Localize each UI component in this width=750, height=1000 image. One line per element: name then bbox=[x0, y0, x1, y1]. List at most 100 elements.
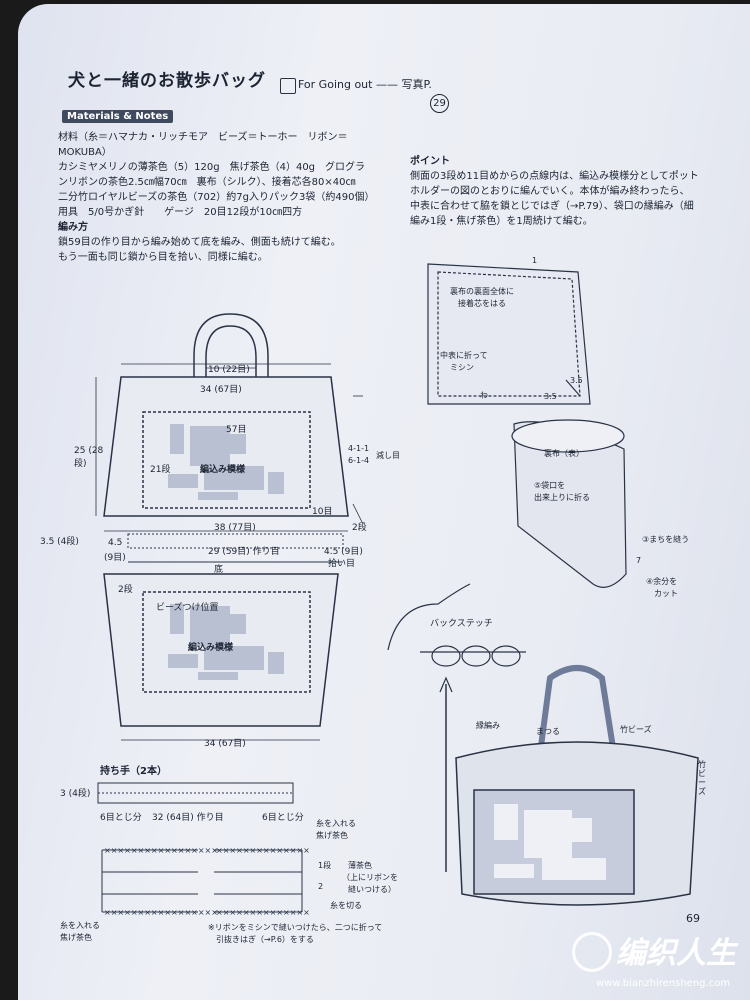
bamboo-bead-label-2: 竹ビーズ bbox=[698, 760, 706, 796]
materials-line: ンリボンの茶色2.5㎝幅70㎝ 裏布（シルク）、接着芯各80×40㎝ bbox=[58, 177, 356, 188]
yarn-in-label: 糸を入れる bbox=[316, 819, 356, 828]
lower-width-label: 34 (67目) bbox=[204, 739, 246, 749]
base-chain-label: 29 (59目) 作り目 bbox=[208, 547, 280, 557]
decrease-1: 4-1-1 bbox=[348, 444, 370, 453]
sew-label: 縫いつける） bbox=[348, 885, 396, 894]
row2-label: 2 bbox=[318, 882, 324, 891]
page-title: 犬と一緒のお散歩バッグ bbox=[68, 71, 266, 91]
row1-label: 1段 bbox=[318, 861, 332, 870]
lining-note-1a: 裏布の裏面全体に bbox=[450, 287, 514, 296]
handle-heading: 持ち手（2本） bbox=[100, 766, 167, 777]
svg-text:××××××××××××××: ×××××××××××××× bbox=[216, 846, 310, 855]
seven-label: 7 bbox=[636, 556, 642, 565]
swirl-logo-icon bbox=[572, 932, 612, 972]
watermark-url: www.bianzhirensheng.com bbox=[596, 978, 731, 989]
decrease-label: 減し目 bbox=[376, 451, 400, 460]
left-join-label: 6目とじ分 bbox=[100, 813, 142, 823]
backstitch-diagram bbox=[387, 583, 526, 872]
point-line: 中表に合わせて脇を鎖とじではぎ（→P.79）、袋口の縁編み（細 bbox=[410, 201, 694, 212]
watermark-brand: 编织人生 bbox=[616, 936, 736, 971]
page-subtitle: For Going out —— 写真P. bbox=[298, 78, 432, 91]
inner-width-label: 57目 bbox=[226, 425, 247, 435]
left-45b-label: (9目) bbox=[104, 553, 126, 563]
lining-dim-35a: 3.5 bbox=[570, 376, 583, 385]
backstitch-label: バックステッチ bbox=[430, 619, 493, 629]
method-line: 鎖59目の作り目から編み始めて底を編み、側面も続けて編む。 bbox=[58, 237, 341, 248]
materials-block: 材料（糸＝ハマナカ・リッチモア ビーズ＝トーホー リボン＝ MOKUBA） カシ… bbox=[58, 130, 374, 265]
finished-bag bbox=[455, 665, 699, 906]
whipstitch-label: まつる bbox=[536, 727, 560, 736]
lining-pouch bbox=[511, 419, 627, 588]
materials-line: 用具 5/0号かぎ針 ゲージ 20目12段が10㎝四方 bbox=[58, 207, 303, 218]
dog-motif-top bbox=[168, 424, 284, 500]
point-line: 編み1段・焦げ茶色）を1周続けて編む。 bbox=[410, 216, 593, 227]
point-heading: ポイント bbox=[410, 156, 450, 167]
point-line: ホルダーの図のとおりに編んでいく。本体が編み終わったら、 bbox=[410, 186, 690, 197]
pattern-label-top: 編込み模様 bbox=[200, 465, 246, 475]
rows21-label: 21段 bbox=[150, 465, 171, 475]
dimension-lines bbox=[95, 363, 364, 741]
right-join-label: 6目とじ分 bbox=[262, 813, 304, 823]
lining-face-label: 裏布（表） bbox=[544, 449, 584, 458]
left-45-label: 4.5 bbox=[108, 538, 123, 548]
method-heading: 編み方 bbox=[58, 222, 88, 233]
fold-opening-b: 出来上りに折る bbox=[534, 493, 590, 502]
base-label: 底 bbox=[214, 565, 224, 575]
photo-page-badge: 29 bbox=[430, 94, 449, 113]
materials-line: カシミヤメリノの薄茶色（5）120g 焦げ茶色（4）40g グログラ bbox=[58, 162, 366, 173]
light-brown-label: 薄茶色 bbox=[348, 861, 372, 870]
handle-note-1: ※リボンをミシンで縫いつけたら、二つに折って bbox=[208, 923, 383, 932]
materials-line: 二分竹ロイヤルビーズの茶色（702）約7g入りパック3袋（約490個） bbox=[58, 192, 375, 203]
fold-label: わ bbox=[480, 391, 488, 400]
trim-a: ④余分を bbox=[646, 577, 678, 586]
page-number: 69 bbox=[686, 912, 700, 925]
lining-note-2a: 中表に折って bbox=[440, 351, 488, 360]
svg-text:×××××××××××××××××: ××××××××××××××××× bbox=[104, 846, 218, 855]
rows2b-label: 2段 bbox=[118, 585, 133, 595]
pattern-grid-icon bbox=[280, 78, 296, 94]
trim-b: カット bbox=[654, 589, 678, 598]
ribbon-label: （上にリボンを bbox=[342, 873, 398, 882]
bamboo-bead-label: 竹ビーズ bbox=[620, 725, 652, 734]
rows2-label: 2段 bbox=[352, 523, 367, 533]
stitch-marks: ××××××××××××××××× ×××××××××××××× ×××××××… bbox=[104, 846, 310, 917]
bead-position-label: ビーズつけ位置 bbox=[156, 603, 219, 613]
decrease-2: 6-1-4 bbox=[348, 456, 370, 465]
method-line: もう一面も同じ鎖から目を拾い、同様に編む。 bbox=[58, 252, 268, 263]
dark-brown-label: 焦げ茶色 bbox=[316, 831, 348, 840]
edging-label: 縁編み bbox=[476, 721, 500, 730]
svg-text:×××××××××××××××××: ××××××××××××××××× bbox=[104, 908, 218, 917]
handle-strip-diagram bbox=[97, 782, 294, 804]
lining-dim-35b: 3.5 bbox=[544, 392, 557, 401]
pattern-diagrams: ××××××××××××××××× ×××××××××××××× ×××××××… bbox=[95, 263, 699, 917]
materials-line: MOKUBA） bbox=[58, 147, 112, 158]
pattern-label-bottom: 編込み模様 bbox=[188, 643, 234, 653]
cols10-label: 10目 bbox=[312, 507, 333, 517]
materials-badge: Materials & Notes bbox=[62, 110, 174, 123]
yarn-in-label-2: 糸を入れる bbox=[60, 921, 100, 930]
handle-rows-label: 3 (4段) bbox=[60, 789, 91, 799]
pick-up-label: 拾い目 bbox=[328, 559, 356, 569]
height-label: 25 (28段) bbox=[74, 446, 104, 469]
lining-dim-1: 1 bbox=[532, 256, 538, 265]
svg-text:××××××××××××××: ×××××××××××××× bbox=[216, 908, 310, 917]
handle-note-2: 引抜きはぎ（→P.6）をする bbox=[216, 935, 314, 944]
handle-gap-label: 10 (22目) bbox=[208, 365, 250, 375]
gusset-label: ③まちを縫う bbox=[642, 535, 690, 544]
right-45-label: 4.5 (9目) bbox=[324, 547, 363, 557]
point-block: ポイント 側面の3段め11目めからの点線内は、編込み模様分としてポット ホルダー… bbox=[410, 154, 699, 229]
dog-motif-bottom bbox=[168, 604, 284, 680]
dark-brown-label-2: 焦げ茶色 bbox=[60, 933, 92, 942]
handle-chain-label: 32 (64目) 作り目 bbox=[152, 813, 224, 823]
lining-note-2b: ミシン bbox=[450, 363, 474, 372]
lining-diagram bbox=[427, 263, 591, 405]
point-line: 側面の3段め11目めからの点線内は、編込み模様分としてポット bbox=[410, 171, 699, 182]
stitch-chart bbox=[101, 849, 303, 913]
side-rows-label: 3.5 (4段) bbox=[40, 537, 79, 547]
bottom-width-label: 38 (77目) bbox=[214, 523, 256, 533]
fold-opening-a: ⑤袋口を bbox=[534, 481, 566, 490]
lining-note-1b: 接着芯をはる bbox=[458, 299, 506, 308]
book-page: 犬と一緒のお散歩バッグ For Going out —— 写真P. 29 Mat… bbox=[18, 4, 750, 1000]
materials-line: 材料（糸＝ハマナカ・リッチモア ビーズ＝トーホー リボン＝ bbox=[58, 132, 348, 143]
cut-yarn-label: 糸を切る bbox=[330, 901, 362, 910]
